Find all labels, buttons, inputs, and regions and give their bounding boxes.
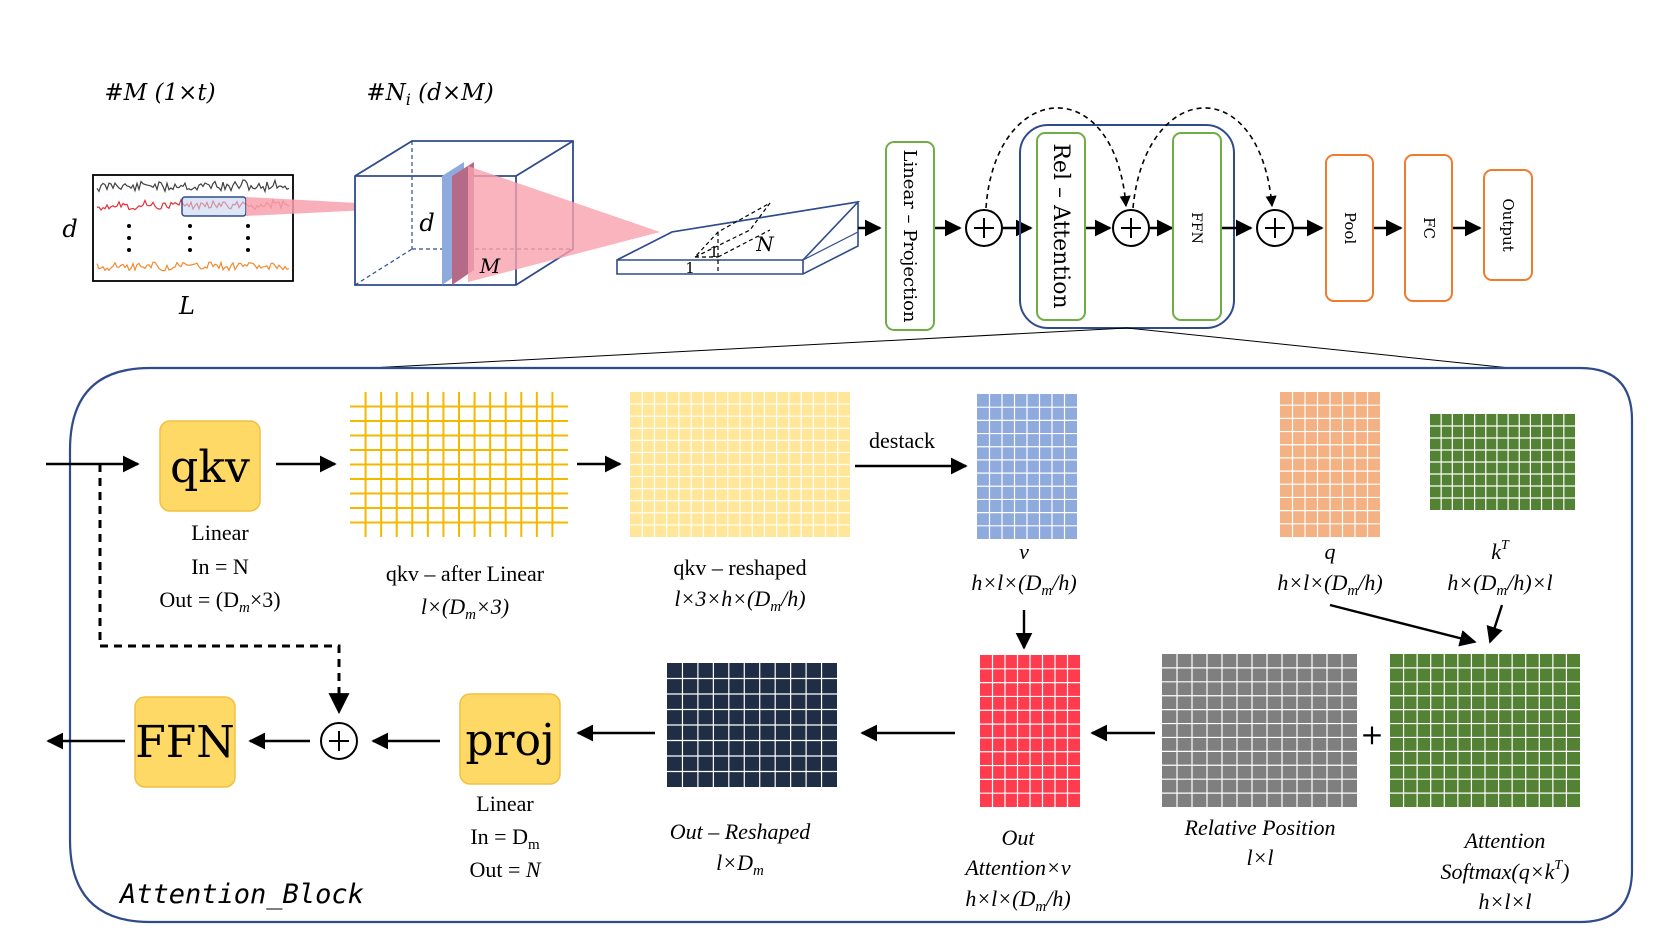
svg-text:FFN: FFN xyxy=(135,717,235,768)
out-reshaped-dim: l×Dm xyxy=(716,850,764,879)
attention-block-frame xyxy=(68,366,1634,924)
series-dim-d: d xyxy=(62,215,77,243)
pink-beam-1 xyxy=(246,197,430,216)
pool-box: Pool xyxy=(1325,154,1374,302)
skip-connection-2 xyxy=(1132,107,1277,209)
q-label: q xyxy=(1325,539,1336,564)
q-grid xyxy=(1280,392,1380,537)
out-reshaped-grid xyxy=(667,663,837,787)
qkv-reshaped-grid xyxy=(630,392,850,537)
residual-add-2 xyxy=(1112,209,1150,247)
proj-desc-line3: Out = N xyxy=(469,857,541,882)
zoom-line-right xyxy=(1126,327,1511,369)
proj-desc-line2: In = Dm xyxy=(470,824,540,853)
svg-text:FC: FC xyxy=(1420,217,1438,239)
out-reshaped-label: Out – Reshaped xyxy=(670,819,812,844)
series-dim-L: L xyxy=(178,292,195,320)
emb-dim-1b: 1 xyxy=(709,243,719,261)
qkv-desc-line2: In = N xyxy=(191,554,249,579)
v-label: v xyxy=(1019,539,1029,564)
conv-label: #Ni (d×M) xyxy=(366,80,493,109)
output-box: Output xyxy=(1483,169,1533,281)
k-label: kT xyxy=(1491,538,1510,564)
pink-beam-2 xyxy=(468,166,660,282)
qkv-reshaped-label: qkv – reshaped xyxy=(673,555,806,580)
qkv-after-linear-grid xyxy=(350,392,568,537)
k-dim: h×(Dm/h)×l xyxy=(1447,570,1552,599)
wave-black xyxy=(96,178,290,194)
residual-add-1 xyxy=(965,209,1003,247)
skip-connection-1 xyxy=(985,107,1131,209)
svg-text:Pool: Pool xyxy=(1341,212,1359,245)
out-attention-line3: h×l×(Dm/h) xyxy=(965,886,1070,915)
v-grid xyxy=(977,394,1077,539)
linear-projection-label: Linear – Projection xyxy=(899,149,920,322)
qkv-desc-line1: Linear xyxy=(191,520,249,545)
linear-projection-box: Linear – Projection xyxy=(885,141,935,331)
wave-orange xyxy=(96,260,290,272)
ffn-box-block: FFN xyxy=(134,696,236,788)
window-highlight xyxy=(181,196,247,217)
qkv-after-linear-label: qkv – after Linear xyxy=(386,561,545,586)
emb-dim-N: N xyxy=(755,232,775,256)
svg-text:Output: Output xyxy=(1499,198,1517,251)
destack-label: destack xyxy=(869,428,935,453)
v-dim: h×l×(Dm/h) xyxy=(971,570,1076,599)
emb-dim-1a: 1 xyxy=(685,259,695,277)
ffn-box-top: FFN xyxy=(1172,132,1222,321)
embedding-slab xyxy=(616,200,861,275)
residual-add-block xyxy=(320,722,358,760)
out-attention-grid xyxy=(980,655,1080,807)
attention-line1: Attention xyxy=(1463,828,1546,853)
relative-position-dim: l×l xyxy=(1246,845,1273,870)
attention-line3: h×l×l xyxy=(1479,889,1532,914)
proj-linear-box: proj xyxy=(459,693,561,785)
fc-box: FC xyxy=(1404,154,1453,302)
plus-sign: + xyxy=(1360,718,1383,751)
relative-position-label: Relative Position xyxy=(1184,815,1336,840)
k-transpose-grid xyxy=(1430,414,1575,510)
conv-dim-M: M xyxy=(479,254,501,278)
series-label: #M (1×t) xyxy=(104,80,215,106)
residual-add-3 xyxy=(1256,209,1294,247)
zoom-line-left xyxy=(369,327,1128,369)
conv-dim-d: d xyxy=(419,209,434,237)
attention-softmax-grid xyxy=(1390,654,1580,807)
ellipsis-dots xyxy=(127,224,250,252)
attention-block-name: Attention_Block xyxy=(118,879,364,910)
qkv-linear-box: qkv xyxy=(159,420,261,512)
q-dim: h×l×(Dm/h) xyxy=(1277,570,1382,599)
ffn-label-top: FFN xyxy=(1188,212,1204,244)
proj-label: proj xyxy=(465,715,554,766)
time-series-panel xyxy=(92,174,294,282)
qkv-after-linear-dim: l×(Dm×3) xyxy=(421,594,509,623)
relative-position-grid xyxy=(1162,654,1357,807)
out-attention-line1: Out xyxy=(1002,825,1036,850)
qkv-reshaped-dim: l×3×h×(Dm/h) xyxy=(674,586,805,615)
rel-attention-label: Rel – Attention xyxy=(1048,143,1073,308)
rel-attention-box: Rel – Attention xyxy=(1036,132,1086,321)
out-attention-line2: Attention×v xyxy=(963,855,1070,880)
qkv-desc-line3: Out = (Dm×3) xyxy=(159,587,280,616)
proj-desc-line1: Linear xyxy=(476,791,534,816)
attention-line2: Softmax(q×kT) xyxy=(1441,858,1570,884)
qkv-label: qkv xyxy=(170,442,250,493)
residual-dashed-path xyxy=(98,464,350,715)
